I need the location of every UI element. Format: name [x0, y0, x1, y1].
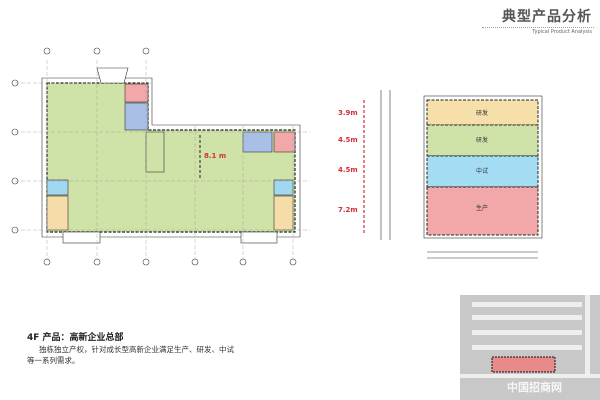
title-divider [482, 27, 594, 28]
floor-use-4: 研发 [476, 109, 488, 117]
floor-1 [426, 186, 539, 236]
floor-2 [426, 155, 539, 188]
floor-height-4: 3.9m [338, 109, 358, 117]
watermark: 中国招商网 [507, 380, 562, 394]
toilet-room [124, 102, 149, 131]
page-title: 典型产品分析 [502, 9, 592, 25]
floor-use-3: 研发 [476, 136, 488, 144]
site-highlight [491, 356, 556, 373]
porch [240, 231, 278, 244]
floor-4 [426, 99, 539, 126]
stair-room [124, 83, 149, 103]
stair-room [273, 131, 296, 153]
span-label: 8.1 m [204, 152, 226, 160]
building-section [363, 90, 543, 259]
office-area [46, 82, 296, 233]
floor-3 [426, 124, 539, 157]
floor-plan [11, 47, 310, 266]
core-room [145, 131, 165, 173]
floor-use-1: 生产 [476, 204, 488, 212]
elevator [46, 179, 69, 196]
description-line-1: 独栋独立产权，针对成长型高新企业满足生产、研发、中试 [39, 345, 234, 354]
floor-height-1: 7.2m [338, 206, 358, 214]
toilet-room [242, 131, 273, 153]
product-heading: 4F 产品：高新企业总部 [27, 333, 124, 343]
page-subtitle: Typical Product Analysis [532, 29, 592, 35]
floor-height-2: 4.5m [338, 166, 358, 174]
porch [62, 231, 101, 244]
site-map: 中国招商网 [460, 295, 600, 400]
product-description: 独栋独立产权，针对成长型高新企业满足生产、研发、中试 等一系列需求。 [27, 344, 297, 366]
elevator [273, 179, 294, 196]
canopy [96, 67, 129, 84]
stairwell [273, 195, 294, 231]
floor-use-2: 中试 [476, 167, 488, 175]
description-line-2: 等一系列需求。 [27, 356, 80, 365]
stairwell [46, 195, 69, 231]
floor-height-3: 4.5m [338, 136, 358, 144]
